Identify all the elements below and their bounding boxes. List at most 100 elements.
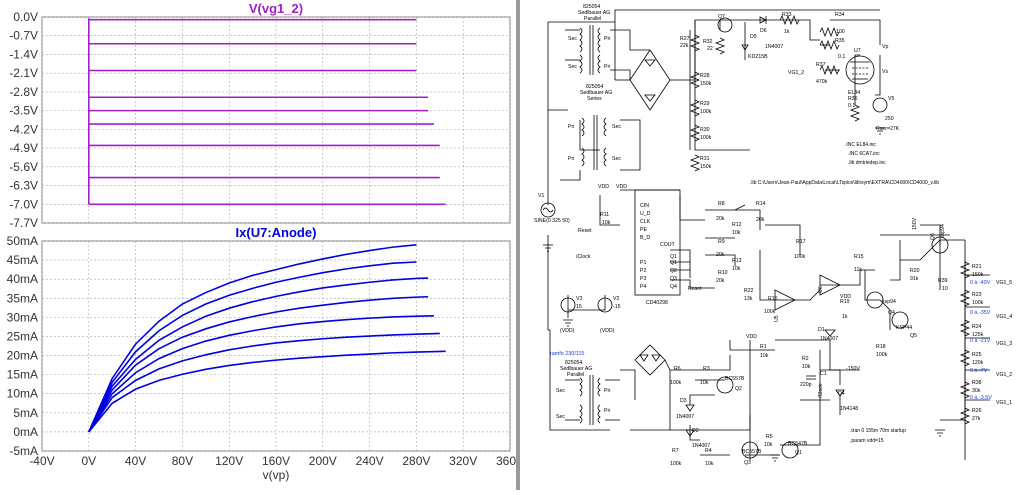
r24-val: 125k (972, 332, 984, 338)
pane-divider[interactable] (516, 0, 520, 490)
xfmr1-desc1: Sedlbauer AG (578, 10, 610, 16)
x-tick-label: 120V (215, 454, 243, 468)
r37-val: 470k (816, 79, 828, 85)
y-tick-label: -5mA (9, 444, 38, 458)
transformer-coil (581, 117, 585, 137)
resistor-r36 (849, 104, 861, 122)
r17-ref: R17 (796, 239, 806, 245)
r6-ref: R6 (674, 366, 681, 372)
y-tick-label: 0mA (13, 425, 38, 439)
d5-val: KDZ15B (748, 54, 768, 60)
transistor-q4 (866, 291, 884, 309)
r14-val: 20k (756, 217, 765, 223)
directive-lib-triode: .lib dmtriedep.inc (848, 160, 886, 166)
resistor-r24 (959, 319, 971, 337)
transformer-coil (581, 147, 585, 167)
y-tick-label: -7.0V (9, 197, 38, 211)
r21-ref: R21 (972, 264, 982, 270)
xfmr1-desc2: Parallel (584, 16, 601, 22)
r36-val: 0.1 (848, 103, 855, 109)
r6-val: 100k (670, 380, 682, 386)
r27-ref: R27 (680, 36, 690, 42)
r38-range: 0 à -3.5V (970, 395, 992, 401)
vdd-label: (VDD) (560, 328, 575, 334)
transformer-coil (579, 404, 583, 424)
r5-ref: R5 (766, 434, 773, 440)
r16-ref: R16 (768, 296, 778, 302)
anode-current-curve-5 (88, 315, 434, 433)
q1-val: BC547B (788, 441, 808, 447)
v2-source (597, 297, 613, 313)
transistor-q1 (781, 441, 799, 459)
q7-ref: Q7 (718, 14, 725, 20)
voltage-plot-pane[interactable]: 0.0V-0.7V-1.4V-2.1V-2.8V-3.5V-4.2V-4.9V-… (9, 1, 511, 230)
resistor-r21 (959, 261, 971, 279)
xfmr2-pri1: Pri (568, 124, 574, 130)
vg1-2-net-right: VG1_2 (996, 372, 1012, 378)
y-tick-label: 45mA (7, 253, 38, 267)
d3-ref: D3 (680, 398, 687, 404)
r2-val: 10k (802, 364, 811, 370)
xfmr3-sec1: Sec (556, 388, 565, 394)
y-tick-label: 10mA (7, 387, 38, 401)
diode-d5 (741, 44, 749, 51)
y-tick-label: 5mA (13, 406, 38, 420)
q5-ref: Q5 (910, 333, 917, 339)
waveform-viewer[interactable]: 0.0V-0.7V-1.4V-2.1V-2.8V-3.5V-4.2V-4.9V-… (0, 0, 524, 490)
pin-p1: P1 (640, 260, 646, 266)
directive-tran: .tran 0 155m 70m startup (850, 428, 906, 434)
q6-ref: Q6 (930, 233, 936, 240)
anode-current-curve-6 (88, 332, 440, 433)
schematic-editor[interactable]: 825054 Sedlbauer AG Parallel Sec Sec Pri… (520, 0, 1024, 490)
transformer-coil (597, 377, 601, 397)
r15-ref: R15 (854, 254, 864, 260)
vdd-label: VDD (616, 184, 627, 190)
q4-val: ksp94 (882, 299, 896, 305)
r31-ref: R31 (700, 156, 710, 162)
r1-ref: R1 (760, 344, 767, 350)
r39-ref: R39 (938, 278, 948, 284)
d6-val: 1N4007 (765, 44, 783, 50)
neg150-net: -150V (846, 366, 860, 372)
r22-val: 13k (744, 296, 753, 302)
r30-val: 100k (700, 135, 712, 141)
pin-ud: U_D (640, 211, 651, 217)
y-tick-label: 25mA (7, 329, 38, 343)
r14-ref: R14 (756, 201, 766, 207)
v2-val: -15 (613, 304, 621, 310)
r25-ref: R25 (972, 352, 982, 358)
r12-val: 10k (732, 230, 741, 236)
vdd-label: (VDD) (600, 328, 615, 334)
ground-symbol (543, 244, 553, 252)
xfmr3-name: 825054 (565, 360, 582, 366)
anode-current-curve-7 (88, 350, 446, 433)
reset-net-right: Reset (688, 286, 702, 292)
xfmr2-pri2: Pri (568, 156, 574, 162)
directive-inc-el84: .INC EL84.inc (845, 142, 876, 148)
r35-val: 0.1 (838, 54, 845, 60)
transistor-q6 (931, 236, 949, 254)
waveform-plot-svg[interactable]: 0.0V-0.7V-1.4V-2.1V-2.8V-3.5V-4.2V-4.9V-… (0, 0, 524, 490)
c1-val: 220p (800, 382, 812, 388)
resistor-r23 (959, 289, 971, 307)
current-plot-pane[interactable]: 50mA45mA40mA35mA30mA25mA20mA15mA10mA5mA0… (7, 225, 524, 482)
diode-d1 (824, 329, 836, 337)
r12-ref: R12 (732, 222, 742, 228)
r9-ref: R9 (718, 239, 725, 245)
directive-inc-6ca7: .INC 6CA7.inc (848, 151, 880, 157)
plot-title: Ix(U7:Anode) (236, 225, 317, 240)
v5-val: 250 (885, 116, 894, 122)
xfmr3-desc2: Parallel (567, 372, 584, 378)
transformer-coil (603, 147, 607, 167)
x-tick-label: 200V (309, 454, 337, 468)
diode-d6 (759, 16, 767, 24)
r13-val: 10k (732, 266, 741, 272)
schematic-canvas[interactable]: 825054 Sedlbauer AG Parallel Sec Sec Pri… (520, 0, 1024, 490)
pin-p3: P3 (640, 276, 646, 282)
r10-ref: R10 (718, 270, 728, 276)
pin-cout: COUT (660, 242, 676, 248)
xfmr2-sec1: Sec (612, 124, 621, 130)
resistor-r30 (689, 124, 701, 142)
r18-ref: R18 (876, 344, 886, 350)
bridge-diode (644, 94, 656, 102)
